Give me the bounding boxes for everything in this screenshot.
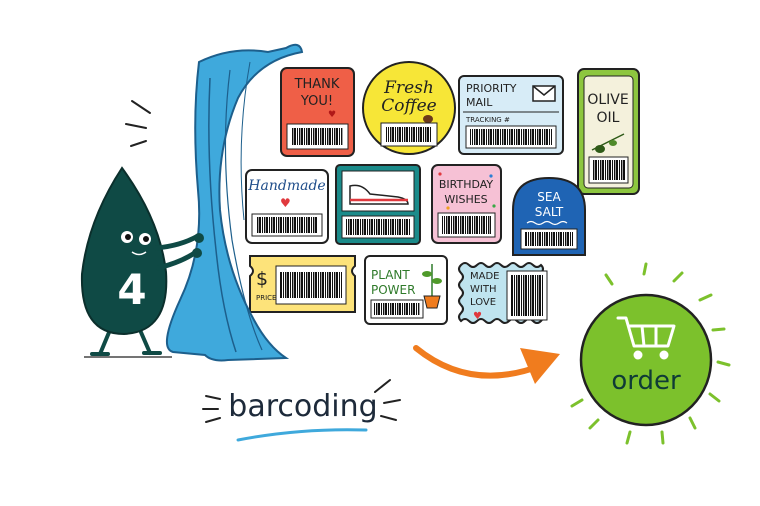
olive-oil-line2: OIL: [597, 110, 620, 126]
label-handmade: Handmade ♥: [245, 169, 329, 244]
price-text: PRICE: [256, 294, 276, 302]
label-sea-salt: SEA SALT: [512, 176, 586, 256]
label-plant-power: PLANT POWER: [364, 255, 448, 325]
made-with-love-line1: MADE: [470, 271, 500, 282]
tracking-label: TRACKING #: [465, 116, 510, 124]
coffee-bean-icon: [423, 115, 433, 123]
wave-icon: [526, 220, 568, 226]
thank-you-line1: THANK: [294, 77, 340, 92]
plant-pot-icon: [422, 264, 442, 309]
barcode: [374, 303, 420, 315]
caption-underline: [236, 428, 368, 442]
order-sparkles: [570, 262, 731, 445]
label-olive-oil: OLIVE OIL: [577, 68, 640, 195]
barcode: [511, 275, 543, 316]
barcode: [346, 219, 410, 235]
sneaker-icon: [349, 184, 409, 205]
label-fresh-coffee: Fresh Coffee: [362, 61, 456, 155]
barcode: [442, 216, 491, 234]
heart-icon: ♥: [280, 196, 291, 210]
caption-text: barcoding: [228, 389, 377, 424]
thank-you-line2: YOU!: [300, 94, 333, 109]
mascot: 4: [80, 166, 204, 358]
dollar-sign: $: [256, 268, 268, 290]
barcode: [292, 128, 343, 145]
made-with-love-line3: LOVE: [470, 297, 496, 308]
motion-lines: [125, 100, 151, 147]
priority-mail-line2: MAIL: [466, 96, 493, 109]
cart-icon: [616, 316, 676, 360]
mascot-number: 4: [117, 265, 146, 314]
arrow-icon: [413, 345, 560, 384]
label-price: $ PRICE: [249, 255, 356, 313]
label-priority-mail: PRIORITY MAIL TRACKING #: [458, 75, 564, 155]
sea-salt-line2: SALT: [535, 205, 564, 219]
label-thank-you: THANK YOU! ♥: [280, 67, 355, 157]
plant-power-line2: POWER: [371, 283, 415, 297]
olive-oil-line1: OLIVE: [587, 92, 628, 108]
heart-icon: ♥: [473, 311, 482, 322]
label-birthday-wishes: BIRTHDAY WISHES: [431, 164, 502, 244]
sea-salt-line1: SEA: [537, 190, 561, 204]
barcode: [592, 160, 625, 180]
handmade-text: Handmade: [247, 178, 325, 194]
order-button[interactable]: order: [570, 262, 731, 445]
made-with-love-line2: WITH: [470, 284, 496, 295]
fresh-coffee-line2: Coffee: [381, 96, 436, 116]
caption-group: barcoding: [202, 379, 401, 442]
barcode: [386, 127, 432, 142]
heart-icon: ♥: [328, 110, 336, 120]
priority-mail-line1: PRIORITY: [466, 82, 517, 95]
envelope-icon: [532, 85, 556, 102]
olive-branch-icon: [591, 133, 625, 153]
fresh-coffee-line1: Fresh: [383, 78, 434, 98]
order-button-label: order: [611, 366, 681, 396]
plant-power-line1: PLANT: [371, 268, 410, 282]
barcode: [256, 217, 318, 233]
birthday-wishes-line2: WISHES: [444, 193, 487, 206]
label-made-with-love: MADE WITH LOVE ♥: [458, 262, 548, 324]
barcode: [470, 129, 552, 145]
barcode: [280, 272, 342, 298]
birthday-wishes-line1: BIRTHDAY: [439, 178, 494, 191]
barcode: [525, 232, 573, 246]
caption-sparkles: [202, 379, 401, 423]
label-shoe: [335, 164, 421, 245]
